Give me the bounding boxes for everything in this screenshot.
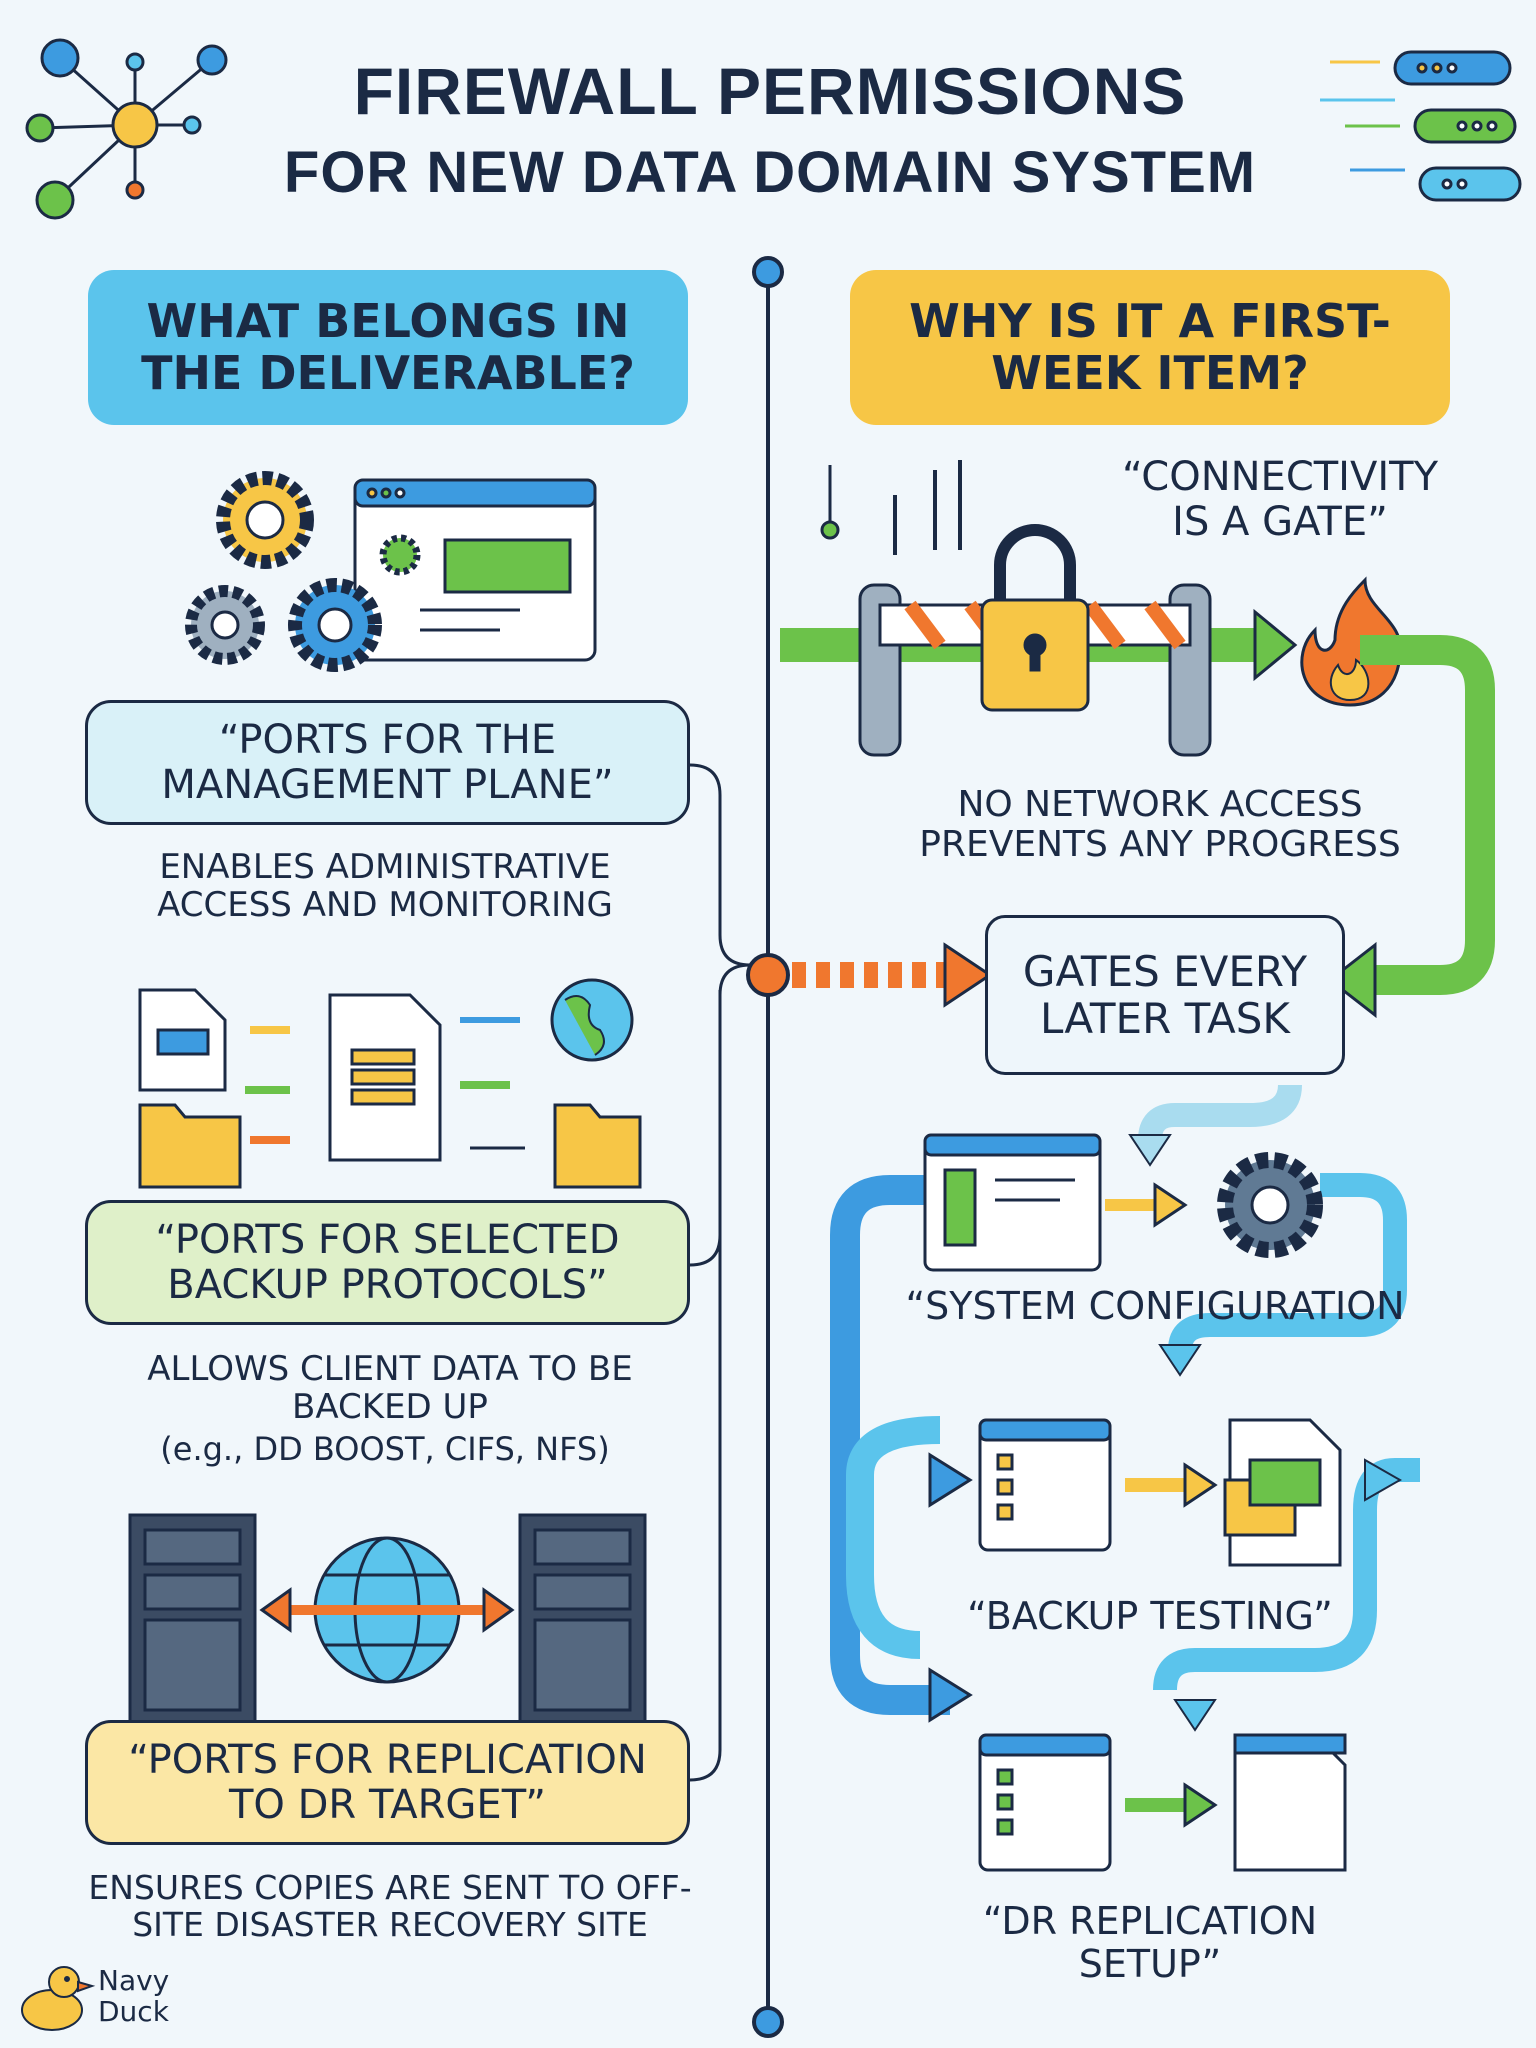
config-icon [923, 1133, 1323, 1272]
network-icon [25, 38, 228, 220]
gate-caption: NO NETWORK ACCESS PREVENTS ANY PROGRESS [919, 784, 1401, 866]
servers-icon [1320, 50, 1522, 202]
backup-ports-example: (e.g., DD BOOST, CIFS, NFS) [160, 1430, 610, 1468]
left-brackets [689, 763, 768, 1782]
gate-icon [780, 460, 1402, 757]
management-icon [185, 471, 597, 672]
title-line-1: FIREWALL PERMISSIONS [353, 54, 1187, 128]
management-ports-description: ENABLES ADMINISTRATIVE ACCESS AND MONITO… [157, 847, 613, 926]
title-line-2: FOR NEW DATA DOMAIN SYSTEM [283, 139, 1257, 205]
backup-files-icon [138, 978, 642, 1189]
timeline [752, 256, 784, 2038]
replication-icon [128, 1513, 647, 1727]
dr-replication-icon [978, 1733, 1347, 1872]
backup-ports-description: ALLOWS CLIENT DATA TO BE BACKED UP [147, 1349, 633, 1428]
gates-every-task-box: GATES EVERY LATER TASK [985, 915, 1345, 1075]
backup-testing-icon [978, 1418, 1342, 1567]
replication-ports-label: “PORTS FOR REPLICATION TO DR TARGET” [85, 1720, 690, 1845]
replication-ports-description: ENSURES COPIES ARE SENT TO OFF-SITE DISA… [88, 1868, 692, 1944]
step-backup-testing: “BACKUP TESTING” [967, 1594, 1333, 1638]
backup-ports-label: “PORTS FOR SELECTED BACKUP PROTOCOLS” [85, 1200, 690, 1325]
connectivity-quote: “CONNECTIVITY IS A GATE” [1121, 454, 1438, 545]
right-heading: WHY IS IT A FIRST-WEEK ITEM? [850, 270, 1450, 425]
management-ports-label: “PORTS FOR THE MANAGEMENT PLANE” [85, 700, 690, 825]
flow-arrows [746, 635, 1495, 1732]
step-system-configuration: “SYSTEM CONFIGURATION [905, 1284, 1405, 1328]
step-dr-replication: “DR REPLICATION SETUP” [982, 1899, 1318, 1986]
brand-name: Navy Duck [98, 1965, 208, 2028]
page-title: FIREWALL PERMISSIONS FOR NEW DATA DOMAIN… [260, 54, 1280, 206]
brand-name-line-2: Duck [98, 1995, 169, 2029]
brand-name-line-1: Navy [98, 1964, 170, 1997]
duck-logo [21, 1966, 96, 2031]
left-heading: WHAT BELONGS IN THE DELIVERABLE? [88, 270, 688, 425]
